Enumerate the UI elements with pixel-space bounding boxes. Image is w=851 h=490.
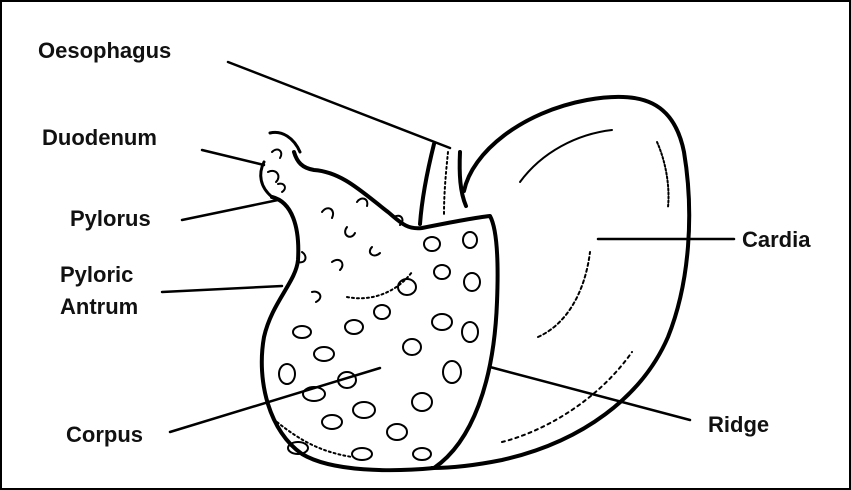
label-cardia: Cardia [742, 227, 811, 252]
duodenum-curls [268, 150, 285, 192]
label-oesophagus: Oesophagus [38, 38, 171, 63]
label-pyloric-antrum-line2: Antrum [60, 294, 138, 319]
label-ridge: Ridge [708, 412, 769, 437]
oesophagus-right-wall [460, 152, 466, 206]
label-pylorus: Pylorus [70, 206, 151, 231]
mucosa-texture [277, 199, 480, 460]
oesophagus-texture [444, 152, 448, 214]
label-pyloric-antrum-line1: Pyloric [60, 262, 133, 287]
cardia-fold [520, 130, 612, 182]
stomach-illustration [261, 97, 689, 470]
duodenum-outline [261, 132, 300, 197]
label-corpus: Corpus [66, 422, 143, 447]
cardia-lower-fold [502, 352, 632, 442]
oesophagus-leader [228, 62, 450, 148]
pyloric-antrum-leader [162, 286, 282, 292]
cardia-hatching [657, 142, 669, 207]
ridge-leader [490, 367, 690, 420]
label-duodenum: Duodenum [42, 125, 157, 150]
cardia-ridge-fold [538, 252, 590, 337]
leader-lines [162, 62, 734, 432]
cardia-outline [432, 97, 689, 468]
duodenum-leader [202, 150, 264, 165]
oesophagus-left-wall [420, 144, 434, 224]
pylorus-leader [182, 200, 278, 220]
